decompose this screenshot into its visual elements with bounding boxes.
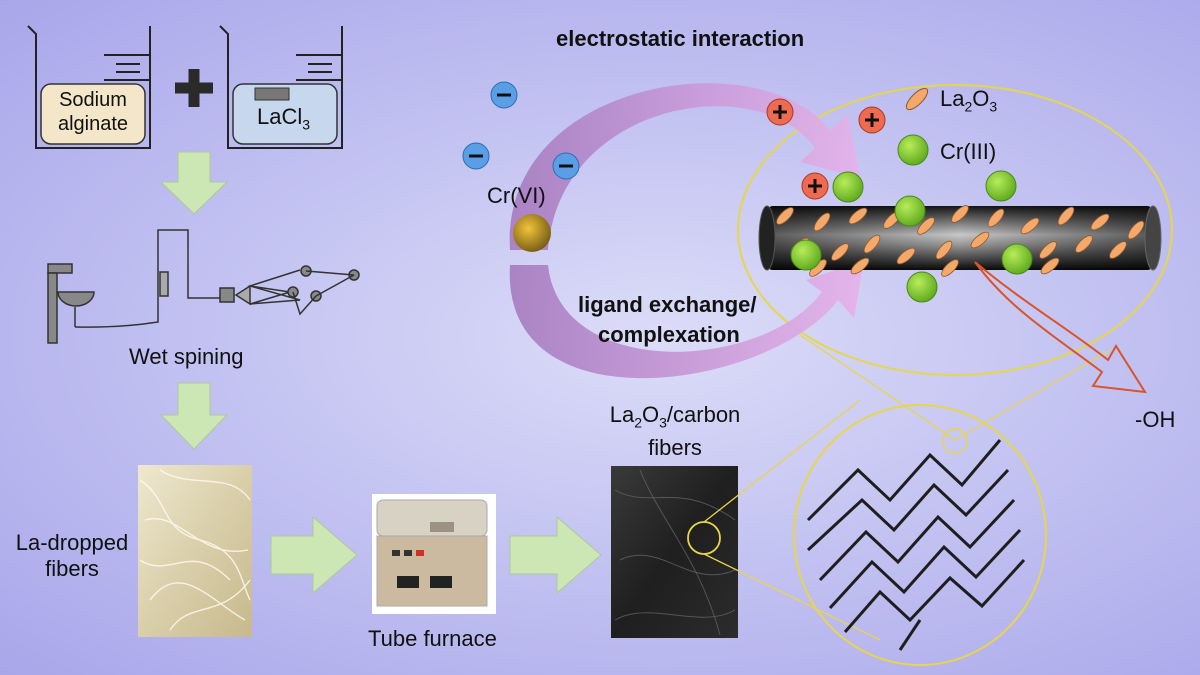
la2o3-particle <box>1109 241 1127 259</box>
stir-bar <box>254 87 290 101</box>
beaker-sodium-alginate <box>27 25 151 149</box>
criii-legend-icon <box>897 134 929 166</box>
la2o3-particle <box>1057 206 1075 226</box>
wavy-fibers <box>806 439 1026 651</box>
ligand-line1: ligand exchange/ <box>578 292 757 317</box>
la2o3-particle <box>813 212 831 232</box>
carbon-s2: 3 <box>659 414 667 431</box>
plus-ion-1 <box>766 98 794 126</box>
ligand-exchange-label: ligand exchange/ complexation <box>578 290 757 350</box>
tube-furnace-image <box>372 494 496 614</box>
electrostatic-label: electrostatic interaction <box>556 26 805 51</box>
oh-arrow <box>974 261 1147 394</box>
down-arrow-1 <box>159 151 229 215</box>
la2o3-s2: 3 <box>989 98 998 115</box>
carbon-line2: fibers <box>648 435 702 461</box>
la2o3-particle <box>1075 235 1093 253</box>
la2o3-particle <box>951 205 969 223</box>
lacl3-label: LaCl3 <box>257 104 310 137</box>
lacl3-text: LaCl <box>257 104 303 129</box>
la2o3-s1: 2 <box>964 98 973 115</box>
la2o3-particle <box>863 234 881 254</box>
wet-spinning-apparatus <box>47 229 360 344</box>
criii-particle <box>832 171 864 203</box>
lacl3-sub: 3 <box>302 116 311 133</box>
down-arrow-2 <box>159 382 229 450</box>
la2o3-particle <box>1090 213 1110 231</box>
la2o3-particle <box>970 231 990 249</box>
la2o3-particle <box>831 243 849 261</box>
la-fibers-line2: fibers <box>45 556 99 581</box>
plus-sign <box>175 69 213 107</box>
minus-ion-3 <box>552 152 580 180</box>
la-fibers-line1: La-dropped <box>15 530 129 555</box>
right-arrow-2 <box>509 515 602 595</box>
right-arrow-1 <box>270 515 358 595</box>
adsorption-ellipse <box>737 84 1173 376</box>
la2o3-particle <box>1127 220 1145 240</box>
minus-ion-1 <box>490 81 518 109</box>
la2o3-particle <box>896 247 916 265</box>
carbon-fiber-rod <box>758 205 1162 271</box>
sodium-alginate-line1: Sodium <box>59 89 127 111</box>
la2o3-particle <box>935 240 953 260</box>
la2o3-particle <box>776 207 794 225</box>
la-fibers-photo <box>138 465 252 637</box>
tube-furnace-label: Tube furnace <box>368 626 497 651</box>
la2o3-legend-label: La2O3 <box>940 86 997 119</box>
la2o3-particle <box>850 257 870 275</box>
carbon-fibers-label: La2O3/carbon fibers <box>585 402 765 461</box>
sodium-alginate-line2: alginate <box>57 113 129 135</box>
ligand-exchange-arrow <box>509 260 864 379</box>
plus-ion-2 <box>858 106 886 134</box>
oh-label: -OH <box>1135 407 1176 432</box>
carbon-fibers-photo <box>611 466 738 638</box>
carbon-mid: O <box>641 402 660 427</box>
fiber-magnification-ellipse <box>793 404 1047 666</box>
electrostatic-arrow <box>509 83 860 250</box>
la2o3-legend-icon <box>905 87 929 111</box>
la2o3-particle <box>848 207 868 225</box>
criii-particles <box>790 170 1033 303</box>
la2o3-particle <box>1040 257 1060 275</box>
la2o3-particle <box>917 217 935 235</box>
sodium-alginate-label: Sodium alginate <box>41 88 145 136</box>
carbon-s1: 2 <box>634 414 642 431</box>
criii-particle <box>985 170 1017 202</box>
criii-particle <box>894 195 926 227</box>
la-fibers-label: La-dropped fibers <box>2 530 142 582</box>
la2o3-particle <box>987 208 1005 228</box>
beaker-lacl3 <box>219 25 343 149</box>
la2o3-mid: O <box>972 86 990 111</box>
plus-ion-3 <box>801 172 829 200</box>
minus-ion-2 <box>462 142 490 170</box>
carbon-pre: La <box>609 402 635 427</box>
la2o3-particle <box>1039 241 1057 259</box>
criii-legend-label: Cr(III) <box>940 139 997 164</box>
la2o3-pre: La <box>940 86 965 111</box>
crvi-label: Cr(VI) <box>487 183 546 208</box>
la2o3-particle <box>1020 217 1040 235</box>
la2o3-particle <box>941 259 959 277</box>
criii-particle <box>906 271 938 303</box>
zoom-lines-upper <box>799 334 1111 441</box>
fiber-zoom-marker <box>942 428 968 454</box>
sodium-alginate-solution <box>40 83 146 145</box>
ligand-line2: complexation <box>598 322 740 347</box>
criii-particle <box>1001 243 1033 275</box>
wet-spinning-label: Wet spining <box>129 344 244 369</box>
criii-particle <box>790 239 822 271</box>
carbon-post: /carbon <box>666 402 741 427</box>
crvi-particle <box>513 214 551 252</box>
